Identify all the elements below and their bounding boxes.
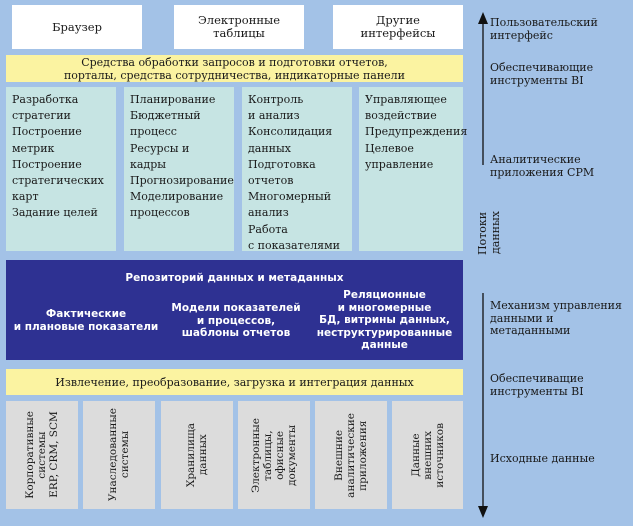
side-label: Обеспечиващие инструменты BI	[490, 372, 584, 398]
source-box: Электронные таблицы, офисные документы	[238, 401, 310, 509]
source-box: Корпоративные системы ERP, CRM, SCM	[6, 401, 78, 509]
repository-item: Модели показателей и процессов, шаблоны …	[171, 302, 301, 339]
source-box: Данные внешних источников	[392, 401, 463, 509]
side-label: Пользовательский интерфейс	[490, 16, 598, 42]
other-interfaces-box: Другие интерфейсы	[333, 5, 463, 49]
module-planning: Планирование Бюджетный процесс Ресурсы и…	[124, 87, 234, 251]
data-flow-arrows	[478, 12, 488, 518]
repository-item: Реляционные и многомерные БД, витрины да…	[316, 289, 453, 351]
source-box: Внешние аналитические приложения	[315, 401, 387, 509]
side-label: Обеспечивающие инструменты BI	[490, 61, 594, 87]
side-label: Исходные данные	[490, 452, 595, 465]
module-strategy: Разработка стратегии Построение метрик П…	[6, 87, 116, 251]
side-label: Аналитические приложения CPM	[490, 153, 595, 179]
etl-bar: Извлечение, преобразование, загрузка и и…	[6, 369, 463, 395]
source-box: Хранилища данных	[161, 401, 233, 509]
side-label: Механизм управления данными и метаданным…	[490, 299, 622, 337]
data-flow-label: Потоки данных	[476, 211, 502, 255]
spreadsheets-box: Электронные таблицы	[174, 5, 304, 49]
repository-box: Репозиторий данных и метаданных Фактичес…	[6, 260, 463, 360]
repository-title: Репозиторий данных и метаданных	[125, 272, 344, 284]
browser-box: Браузер	[12, 5, 142, 49]
arrow-up-head-icon	[478, 12, 488, 24]
source-box: Унаследованные системы	[83, 401, 155, 509]
repository-item: Фактические и плановые показатели	[13, 308, 159, 333]
module-management: Управляющее воздействие Предупреждения Ц…	[359, 87, 467, 251]
tools-bar: Средства обработки запросов и подготовки…	[6, 55, 463, 82]
module-control: Контроль и анализ Консолидация данных По…	[242, 87, 352, 252]
arrow-down-head-icon	[478, 506, 488, 518]
